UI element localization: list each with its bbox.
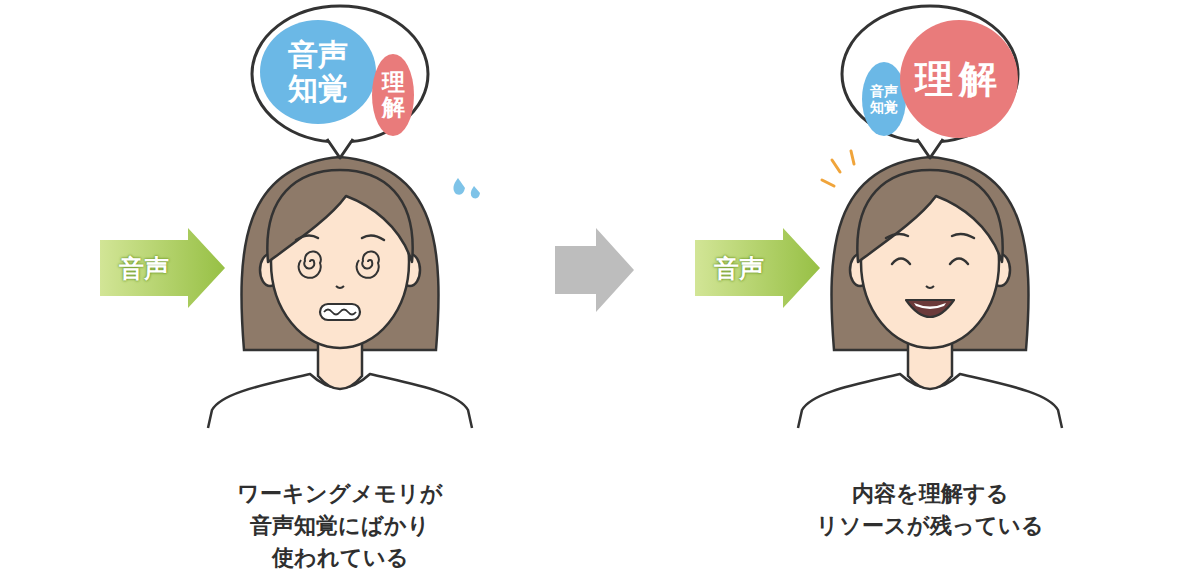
sweat-drop — [471, 186, 480, 198]
nose — [926, 286, 934, 288]
voice-arrow: 音声 — [100, 228, 225, 308]
arrow-body — [695, 228, 820, 308]
caption: 内容を理解する リソースが残っている — [813, 478, 1048, 542]
comprehension-blob: 理解 — [900, 20, 1018, 138]
caption: ワーキングメモリが 音声知覚にばかり 使われている — [233, 478, 448, 574]
thought-bubble — [252, 6, 428, 142]
bubble-tail — [917, 139, 943, 158]
bubble-tail-cover — [329, 134, 351, 140]
dizzy-eye — [299, 251, 321, 277]
node-text: 音声知覚 — [288, 38, 348, 107]
node-text: 理解 — [915, 54, 1003, 105]
teeth — [914, 303, 946, 309]
voice-arrow: 音声 — [695, 228, 820, 308]
mouth — [320, 304, 360, 320]
node-text: 理解 — [382, 70, 405, 121]
dizzy-eye — [357, 251, 379, 277]
node-text: 音声 — [695, 252, 783, 285]
person — [798, 157, 1062, 428]
bubble-tail-cover — [919, 134, 941, 140]
eyebrow — [886, 234, 908, 238]
comprehension-blob: 理解 — [372, 54, 414, 136]
eyebrow — [952, 234, 974, 238]
smile — [906, 300, 954, 317]
person — [208, 157, 472, 428]
thought-bubble — [842, 6, 1018, 142]
transition-arrow — [555, 228, 634, 312]
happy-eye — [950, 259, 968, 265]
arrow-body — [100, 228, 225, 308]
happy-eye — [892, 259, 910, 265]
perception-blob: 音声知覚 — [260, 20, 376, 124]
node-text: 音声知覚 — [870, 83, 898, 115]
sparkle-marks — [822, 151, 854, 186]
bubble-tail — [327, 139, 353, 158]
teeth — [324, 310, 356, 315]
node-text: 音声 — [100, 252, 188, 285]
eyebrow — [296, 235, 318, 240]
sweat-drop — [453, 178, 465, 195]
eyebrow — [362, 235, 384, 240]
nose — [336, 286, 344, 288]
